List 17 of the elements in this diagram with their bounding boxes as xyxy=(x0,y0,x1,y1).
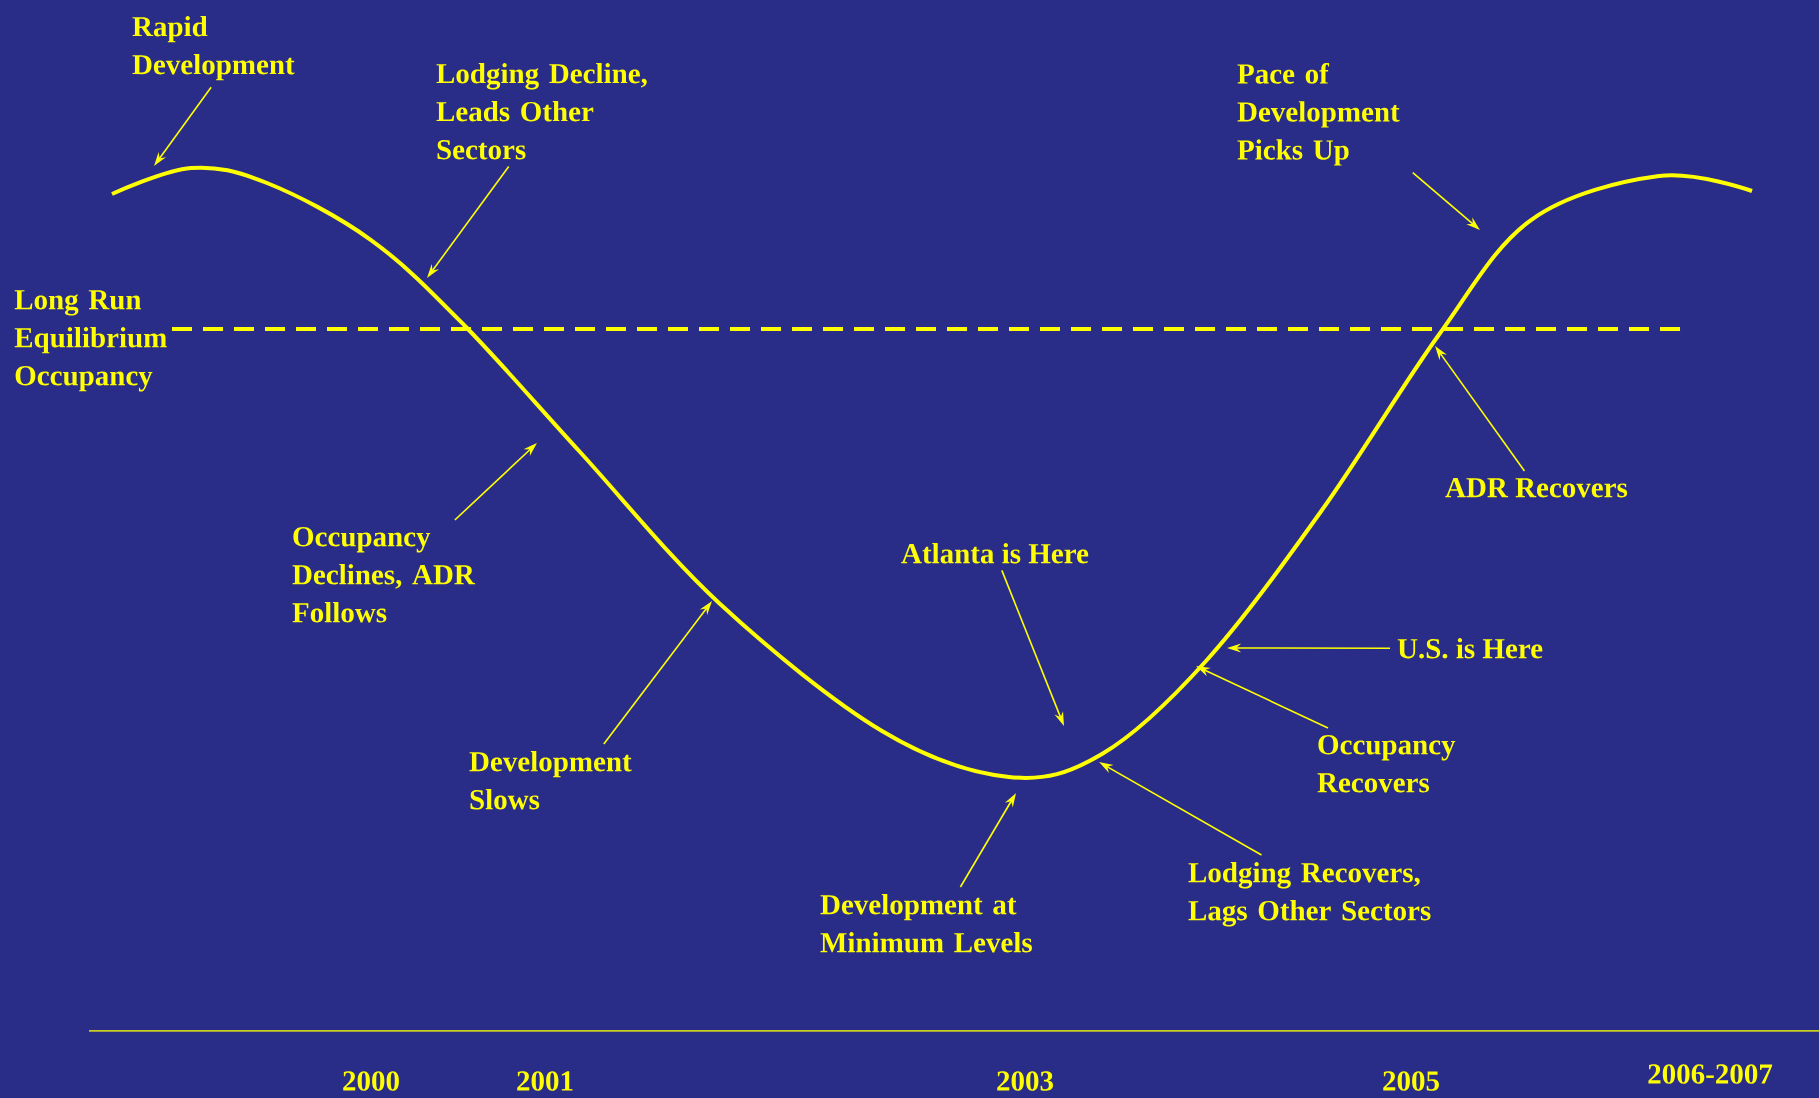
callout-text: ADR Recovers xyxy=(1445,478,1628,498)
callout-text: Occupancy Declines, ADR Follows xyxy=(292,527,476,623)
callout-text: Lodging Recovers, Lags Other Sectors xyxy=(1188,862,1431,927)
year-label: 2005 xyxy=(1383,1071,1439,1091)
axis-note: Long Run Equilibrium Occupancy xyxy=(14,290,167,392)
callout-text: Rapid Development xyxy=(132,16,295,81)
year-label: 2006-2007 xyxy=(1648,1064,1773,1084)
year-label: 2001 xyxy=(517,1071,573,1091)
callout-text: U.S. is Here xyxy=(1397,638,1543,659)
callout-text: Pace of Development Picks Up xyxy=(1237,63,1400,166)
year-label: 2000 xyxy=(343,1071,399,1091)
callout-text: Occupancy Recovers xyxy=(1317,735,1456,793)
callout-text: Lodging Decline, Leads Other Sectors xyxy=(436,63,647,160)
year-label: 2003 xyxy=(997,1071,1053,1091)
callout-text: Development at Minimum Levels xyxy=(820,894,1032,953)
callout-text: Development Slows xyxy=(469,751,632,810)
callout-text: Atlanta is Here xyxy=(901,543,1089,564)
